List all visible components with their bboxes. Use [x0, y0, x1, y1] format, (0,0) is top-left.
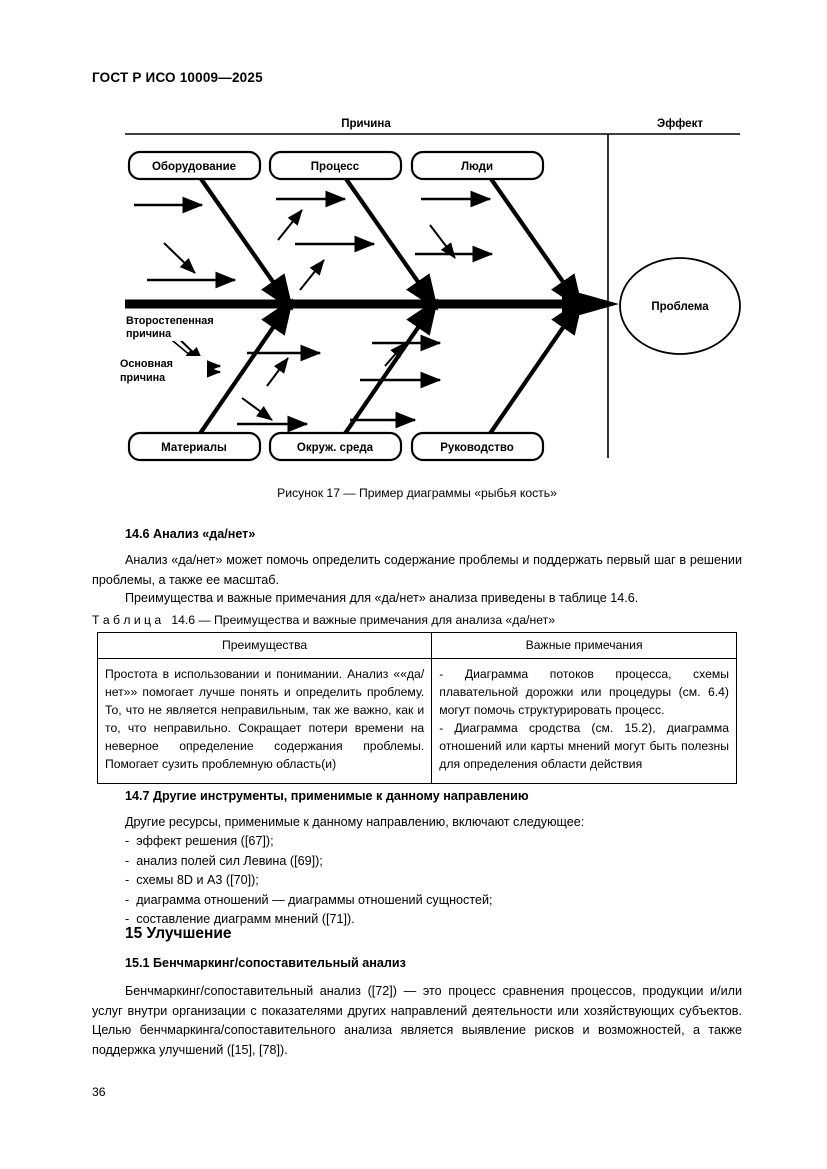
figure-label-effect: Эффект [657, 118, 703, 130]
figure-box-materials: Материалы [161, 442, 227, 454]
list-item: - схемы 8D и A3 ([70]); [125, 873, 259, 887]
figure-caption: Рисунок 17 — Пример диаграммы «рыбья кос… [277, 486, 557, 500]
table-header-row: Преимущества Важные примечания [96, 632, 737, 659]
fishbone-diagram-figure: Причина Эффект Оборудование Процесс Люди… [92, 108, 742, 500]
table-cell-notes: - Диаграмма потоков процесса, схемы плав… [431, 658, 737, 784]
heading-15-1: 15.1 Бенчмаркинг/сопоставительный анализ [125, 956, 406, 970]
table-row: Простота в использовании и понимании. Ан… [96, 658, 737, 784]
list-14-7: - эффект решения ([67]); - анализ полей … [125, 832, 493, 930]
figure-box-equipment: Оборудование [152, 161, 236, 173]
figure-box-process: Процесс [311, 161, 360, 173]
paragraph-15-1-1: Бенчмаркинг/сопоставительный анализ ([72… [92, 984, 742, 1057]
figure-box-environment: Окруж. среда [297, 442, 374, 454]
figure-annotation-primary-line2: причина [120, 372, 166, 384]
figure-box-people: Люди [461, 161, 493, 173]
table-14-6-title: Т а б л и ц а 14.6 — Преимущества и важн… [92, 613, 556, 627]
table-header-advantages: Преимущества [96, 632, 433, 659]
heading-15: 15 Улучшение [125, 925, 232, 942]
list-item: - анализ полей сил Левина ([69]); [125, 853, 323, 868]
page-number: 36 [92, 1085, 106, 1099]
list-item: - эффект решения ([67]); [125, 834, 274, 848]
table-cell-advantages: Простота в использовании и понимании. Ан… [96, 658, 433, 784]
heading-14-6: 14.6 Анализ «да/нет» [125, 527, 256, 541]
figure-annotation-secondary-line1: Второстепенная [126, 315, 214, 327]
paragraph-14-6-2: Преимущества и важные примечания для «да… [125, 591, 639, 605]
table-header-notes: Важные примечания [431, 632, 737, 659]
figure-annotation-secondary-line2: причина [126, 328, 172, 340]
figure-annotation-primary-line1: Основная [120, 358, 173, 370]
figure-effect-node: Проблема [651, 301, 709, 313]
list-item: - составление диаграмм мнений ([71]). [125, 912, 355, 926]
paragraph-14-6-1: Анализ «да/нет» может помочь определить … [92, 553, 742, 587]
list-item: - диаграмма отношений — диаграммы отноше… [125, 892, 493, 907]
figure-label-cause: Причина [341, 118, 391, 130]
running-header-standard-id: ГОСТ Р ИСО 10009—2025 [92, 70, 263, 85]
heading-14-7: 14.7 Другие инструменты, применимые к да… [125, 789, 529, 803]
figure-box-management: Руководство [440, 442, 514, 454]
table-14-6: Преимущества Важные примечания Простота … [96, 632, 737, 784]
paragraph-14-7-intro: Другие ресурсы, применимые к данному нап… [125, 815, 585, 829]
